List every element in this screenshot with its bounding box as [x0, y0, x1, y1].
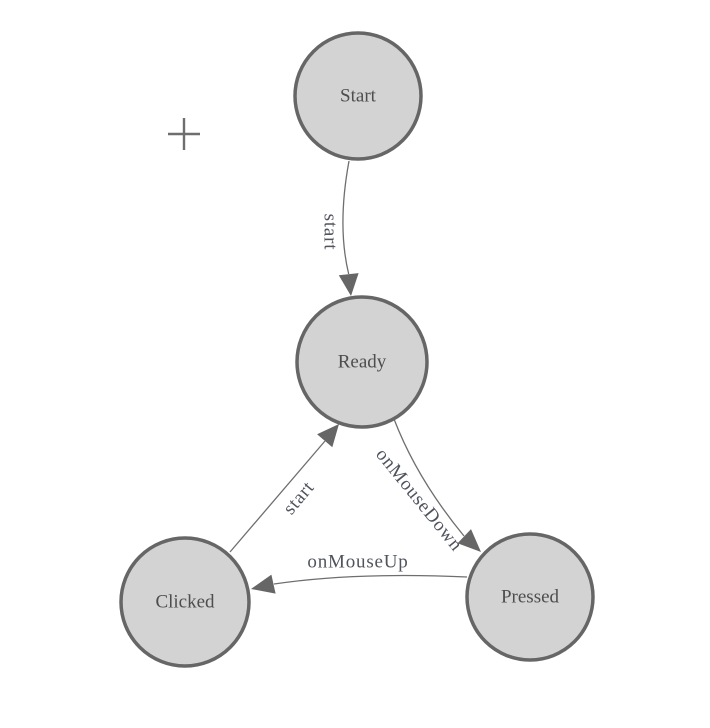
edge-line[interactable] [273, 574, 468, 585]
edge-line[interactable] [342, 160, 350, 275]
edge-pressed-to-clicked[interactable]: onMouseUp [251, 552, 468, 594]
edge-label-start-1: start [320, 214, 341, 251]
node-circle[interactable] [465, 532, 595, 662]
plus-cursor-icon [168, 118, 200, 150]
edge-start-to-ready[interactable]: start [320, 160, 359, 296]
node-label-ready: Ready [338, 352, 387, 373]
node-clicked[interactable]: Clicked [119, 536, 251, 668]
edge-ready-to-pressed[interactable]: onMouseDown [371, 418, 481, 556]
node-circle[interactable] [293, 31, 423, 161]
edge-label-onmouseup: onMouseUp [307, 552, 408, 573]
node-label-pressed: Pressed [501, 587, 560, 608]
node-label-start: Start [340, 86, 377, 107]
node-label-clicked: Clicked [155, 592, 215, 613]
edge-label-start-2: start [279, 477, 319, 519]
arrowhead-icon [338, 273, 359, 296]
edge-line[interactable] [229, 440, 326, 553]
node-start[interactable]: Start [293, 31, 423, 161]
edge-clicked-to-ready[interactable]: start [229, 424, 339, 553]
node-circle[interactable] [295, 295, 429, 429]
node-pressed[interactable]: Pressed [465, 532, 595, 662]
edge-line[interactable] [393, 418, 465, 537]
node-ready[interactable]: Ready [295, 295, 429, 429]
edge-label-onmousedown: onMouseDown [371, 444, 467, 555]
arrowhead-icon [457, 529, 481, 552]
arrowhead-icon [251, 574, 276, 594]
arrowhead-icon [317, 424, 339, 448]
node-circle[interactable] [119, 536, 251, 668]
